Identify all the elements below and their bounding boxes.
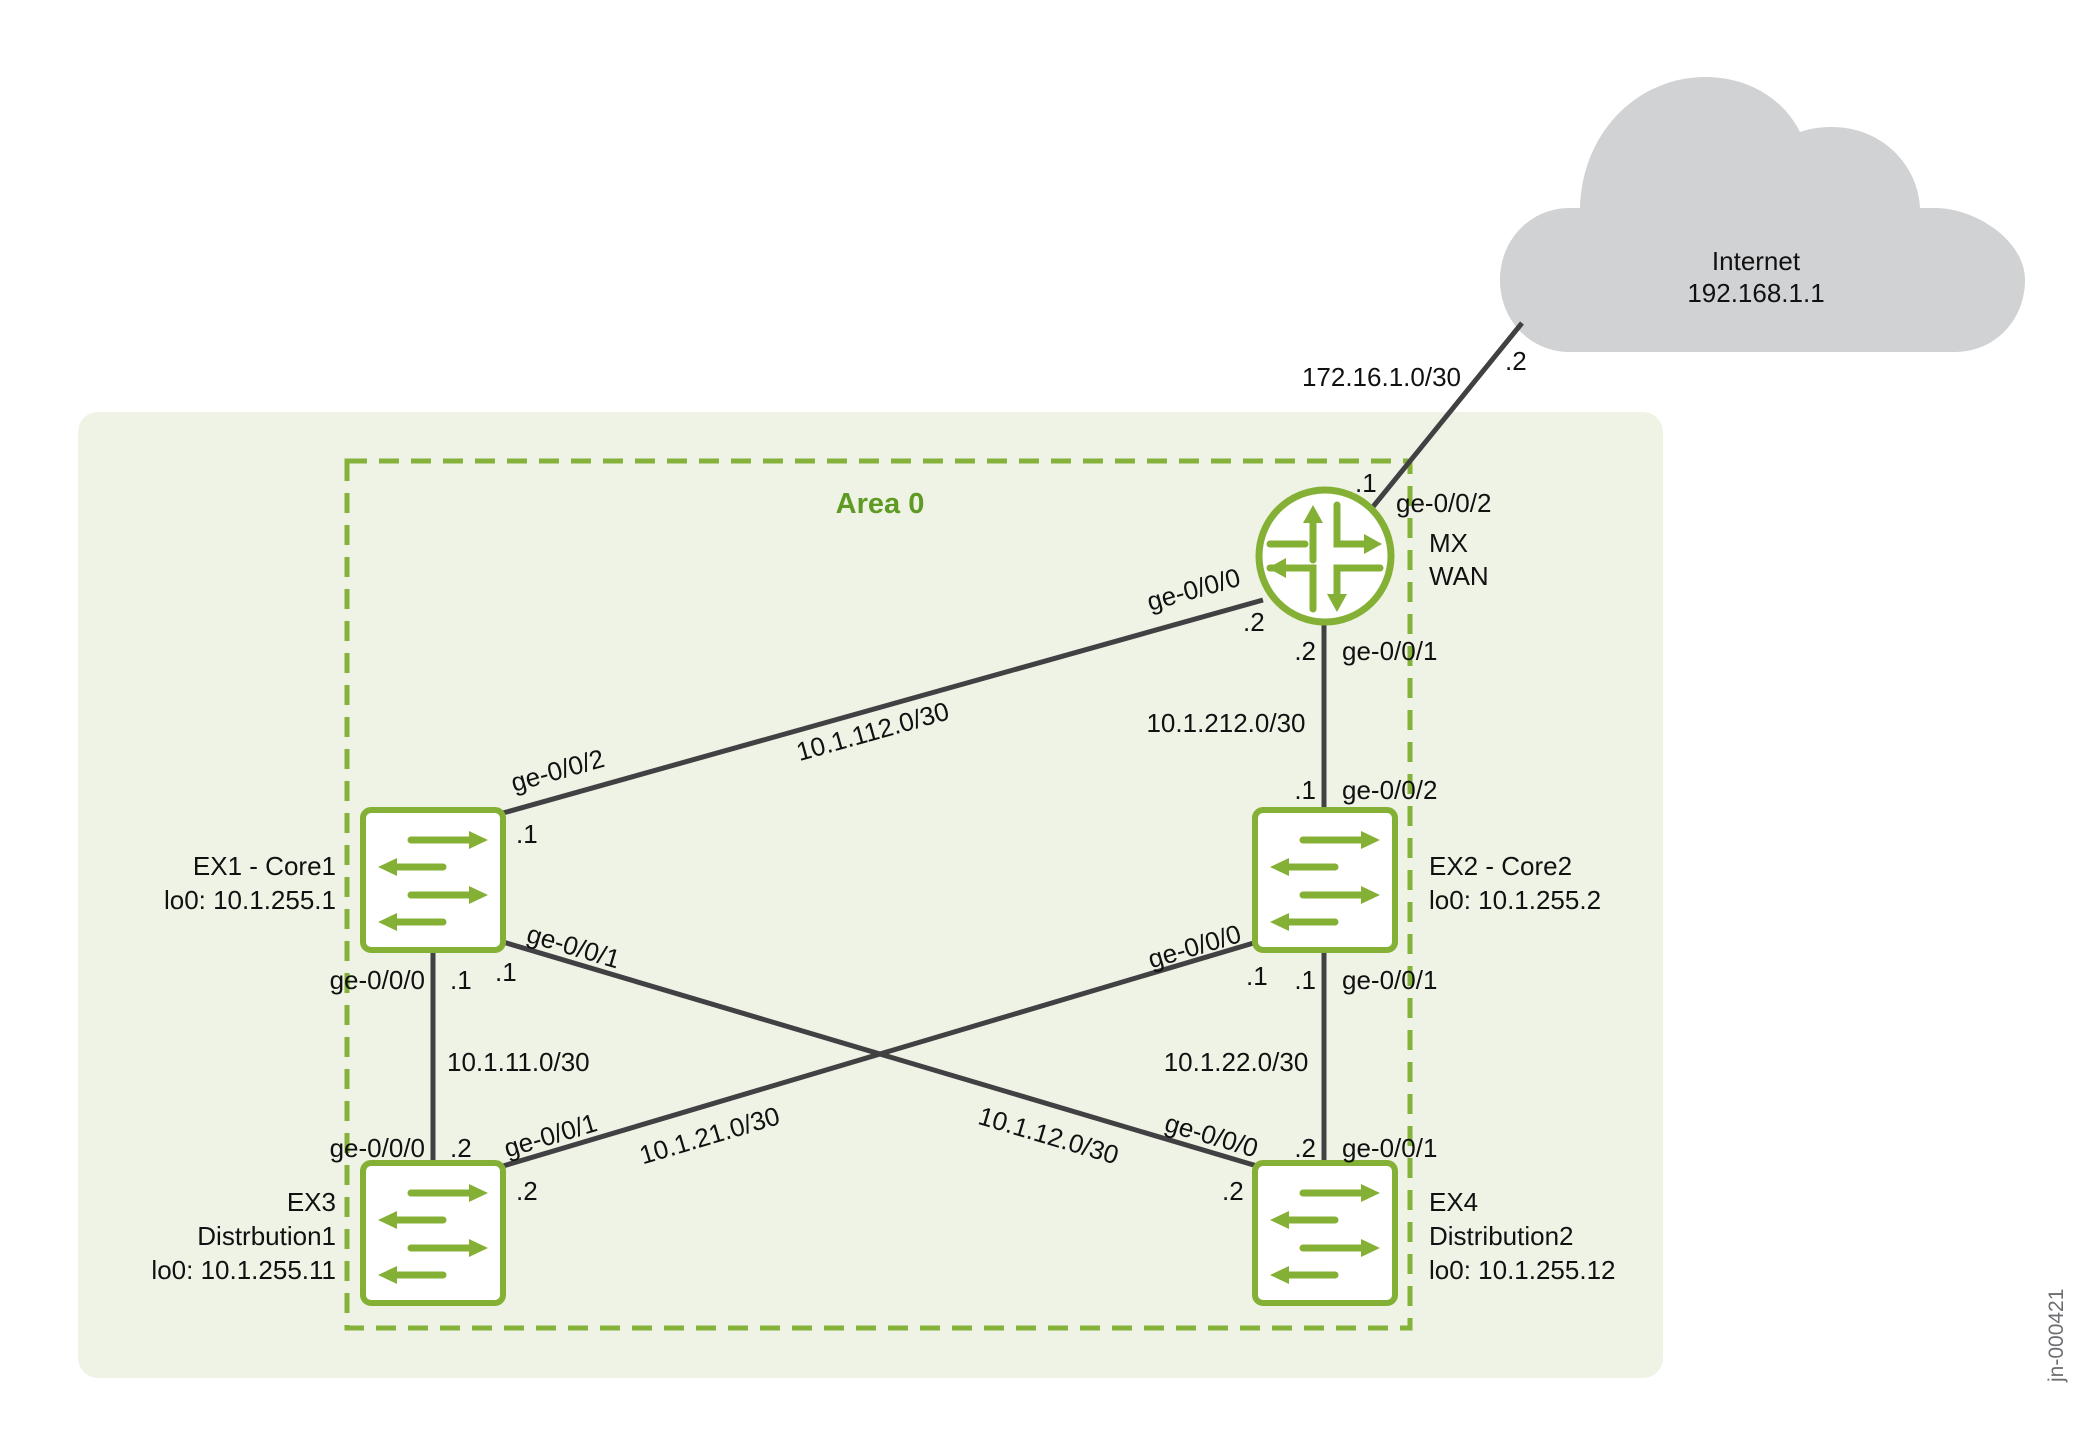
subnet-label: 10.1.22.0/30 — [1164, 1047, 1309, 1077]
switch-icon — [360, 1160, 506, 1306]
host-label: .1 — [1355, 468, 1377, 498]
ex3-role: Distrbution1 — [197, 1221, 336, 1251]
host-label: .2 — [1294, 1133, 1316, 1163]
subnet-label: 172.16.1.0/30 — [1302, 362, 1461, 392]
host-label: .1 — [450, 965, 472, 995]
host-label: .2 — [1243, 607, 1265, 637]
host-label: .2 — [450, 1133, 472, 1163]
switch-icon — [1252, 807, 1398, 953]
router-label-line2: WAN — [1429, 561, 1489, 591]
host-label: .1 — [1246, 961, 1268, 991]
interface-label: ge-0/0/0 — [330, 965, 425, 995]
interface-label: ge-0/0/2 — [1396, 488, 1491, 518]
switch-icon — [1252, 1160, 1398, 1306]
host-label: .1 — [516, 819, 538, 849]
ex2-name: EX2 - Core2 — [1429, 851, 1572, 881]
interface-label: ge-0/0/1 — [1342, 965, 1437, 995]
area-0-boundary — [344, 458, 1413, 1331]
host-label: .2 — [1294, 636, 1316, 666]
router-icon — [1255, 486, 1395, 626]
link-ex2-ex3[interactable] — [502, 939, 1258, 1169]
switch-icon — [360, 807, 506, 953]
interface-label: ge-0/0/1 — [1342, 1133, 1437, 1163]
switch-ex1[interactable]: EX1 - Core1 lo0: 10.1.255.1 — [164, 807, 506, 953]
router-mx-wan[interactable]: MX WAN — [1255, 486, 1489, 626]
subnet-label: 10.1.212.0/30 — [1146, 708, 1305, 738]
switch-ex2[interactable]: EX2 - Core2 lo0: 10.1.255.2 — [1252, 807, 1601, 953]
router-arrows-icon — [1266, 501, 1384, 613]
interface-label: ge-0/0/2 — [1342, 775, 1437, 805]
ex1-name: EX1 - Core1 — [193, 851, 336, 881]
cloud-icon — [1500, 77, 2025, 352]
interface-label: ge-0/0/1 — [1342, 636, 1437, 666]
ex4-role: Distribution2 — [1429, 1221, 1574, 1251]
internet-cloud[interactable]: Internet 192.168.1.1 — [1500, 77, 2025, 352]
host-label: .1 — [1294, 775, 1316, 805]
link-mx-internet[interactable] — [1370, 321, 1524, 510]
router-label-line1: MX — [1429, 528, 1468, 558]
host-label: .1 — [495, 957, 517, 987]
host-label: .2 — [1222, 1176, 1244, 1206]
ex3-loopback: lo0: 10.1.255.11 — [151, 1255, 336, 1285]
host-label: .2 — [1505, 346, 1527, 376]
subnet-label: 10.1.11.0/30 — [447, 1047, 590, 1077]
host-label: .1 — [1294, 965, 1316, 995]
host-label: .2 — [516, 1176, 538, 1206]
link-mx-ex1[interactable] — [502, 597, 1264, 816]
figure-id-watermark: jn-000421 — [2045, 1289, 2068, 1383]
ex3-name: EX3 — [287, 1187, 336, 1217]
ospf-domain-panel — [78, 412, 1663, 1378]
interface-label: ge-0/0/0 — [330, 1133, 425, 1163]
internet-ip: 192.168.1.1 — [1687, 278, 1824, 308]
switch-ex4[interactable]: EX4 Distribution2 lo0: 10.1.255.12 — [1252, 1160, 1616, 1306]
area-0-label: Area 0 — [836, 488, 925, 520]
internet-name: Internet — [1712, 246, 1801, 276]
ex4-loopback: lo0: 10.1.255.12 — [1429, 1255, 1616, 1285]
ex4-name: EX4 — [1429, 1187, 1478, 1217]
ex2-loopback: lo0: 10.1.255.2 — [1429, 885, 1601, 915]
ex1-loopback: lo0: 10.1.255.1 — [164, 885, 336, 915]
switch-ex3[interactable]: EX3 Distrbution1 lo0: 10.1.255.11 — [151, 1160, 506, 1306]
